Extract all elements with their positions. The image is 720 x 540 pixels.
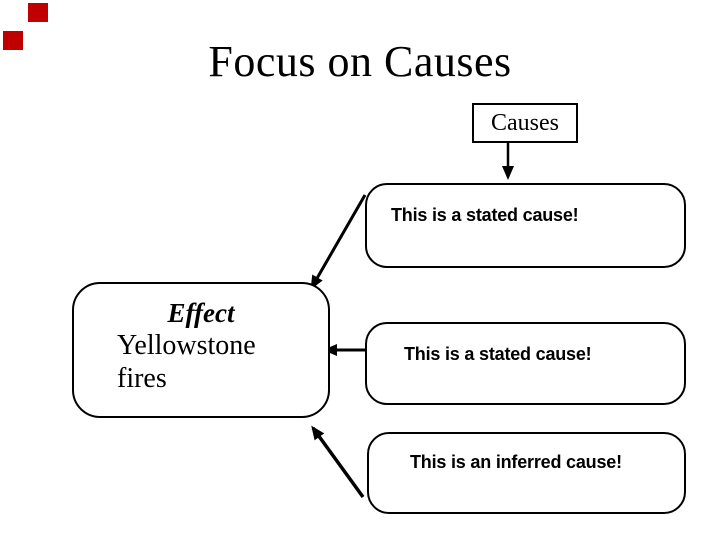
stated-cause-1-text: This is a stated cause! xyxy=(391,205,579,225)
effect-text-line-2: fires xyxy=(117,363,167,394)
effect-heading: Effect xyxy=(167,298,235,328)
arrow-stated-cause-1-to-effect xyxy=(310,194,367,290)
inferred-cause-box: This is an inferred cause! xyxy=(367,432,686,514)
effect-text-line-1: Yellowstone xyxy=(117,330,256,361)
arrow-inferred-cause-to-effect xyxy=(311,425,365,499)
effect-box: Effect Yellowstone fires xyxy=(72,282,330,418)
stated-cause-box-1: This is a stated cause! xyxy=(365,183,686,268)
red-square-decoration-left xyxy=(3,31,23,50)
causes-label-box: Causes xyxy=(472,103,578,143)
stated-cause-2-text: This is a stated cause! xyxy=(404,344,592,364)
red-square-decoration-top xyxy=(28,3,48,22)
causes-label: Causes xyxy=(491,109,559,136)
stated-cause-box-2: This is a stated cause! xyxy=(365,322,686,405)
inferred-cause-text: This is an inferred cause! xyxy=(410,452,622,472)
slide-title: Focus on Causes xyxy=(208,37,512,86)
